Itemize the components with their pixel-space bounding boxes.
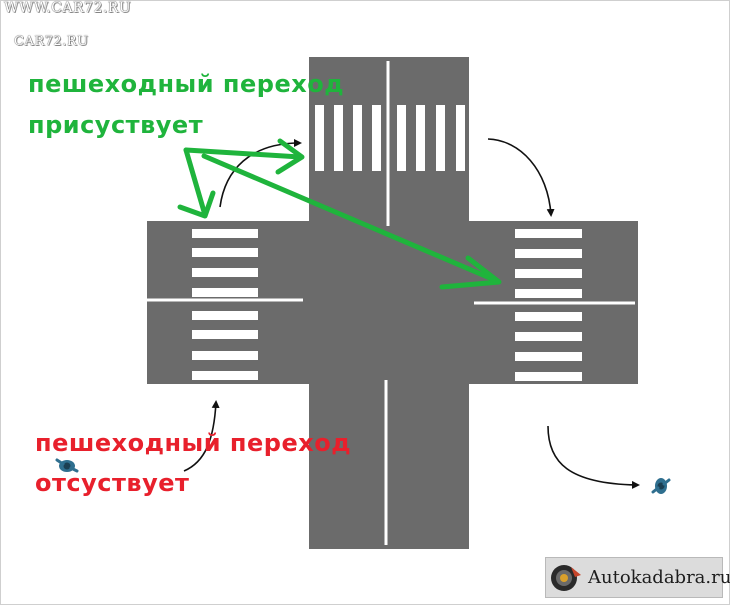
pedestrian-right-icon [651, 478, 671, 494]
zebra-crossing-north [315, 105, 465, 171]
green-arrow-to-west-crossing [183, 147, 208, 218]
pedestrian-left-icon [55, 458, 79, 473]
path-arrow-north-to-east [487, 138, 555, 217]
label-crossing-absent-line2: отсуствует [35, 469, 190, 497]
brand-badge[interactable]: Autokadabra.ru [545, 557, 730, 598]
green-arrow-to-north-crossing [183, 147, 303, 160]
center-lines [147, 61, 635, 545]
zebra-crossing-east [515, 229, 582, 381]
brand-name: Autokadabra.ru [588, 567, 730, 588]
green-pointer-arrows [177, 138, 502, 290]
car-wheel-logo-icon [551, 565, 581, 591]
green-arrow-to-east-crossing [201, 153, 500, 284]
watermark-site-logo: CAR72.RU [14, 34, 89, 49]
label-crossing-absent-line1: пешеходный переход [35, 429, 352, 457]
watermark-site-url: WWW.CAR72.RU [4, 0, 132, 16]
path-arrow-east-to-pedestrian [547, 425, 640, 489]
road-south [309, 383, 469, 549]
label-crossing-present-line2: присуствует [28, 111, 204, 139]
path-arrow-pedestrian-to-west [183, 400, 220, 472]
label-crossing-present-line1: пешеходный переход [28, 70, 345, 98]
zebra-crossing-west [192, 229, 258, 380]
